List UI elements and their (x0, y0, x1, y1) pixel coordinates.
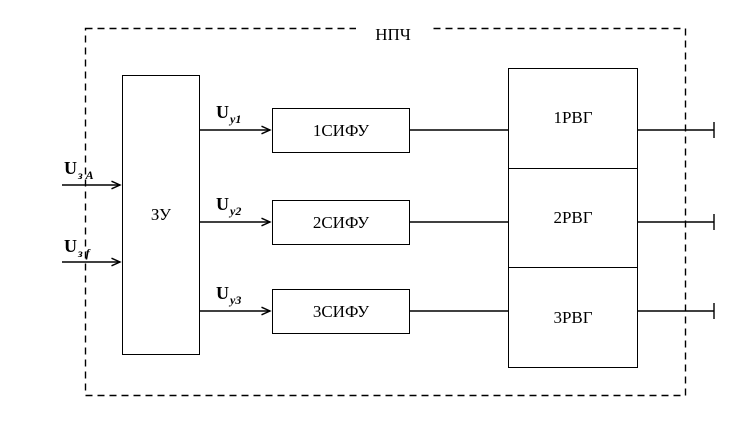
input-label-uzf-base: U (64, 236, 77, 256)
control-label-uy2-sub: у2 (230, 204, 242, 218)
control-label-uy1-sub: у1 (230, 112, 242, 126)
block-sifu-3-label: 3СИФУ (312, 301, 370, 321)
block-rvg-1-label: 1РВГ (553, 108, 593, 128)
input-label-uza-base: U (64, 158, 77, 178)
block-sifu-1: 1СИФУ (272, 108, 410, 153)
control-label-uy3-sub: у3 (230, 293, 242, 307)
block-sifu-2-label: 2СИФУ (312, 212, 370, 232)
input-label-uzf-sub: з f (78, 246, 90, 260)
control-label-uy3-base: U (216, 283, 229, 303)
input-label-uzf: Uз f (64, 236, 90, 260)
block-sifu-3: 3СИФУ (272, 289, 410, 334)
block-rvg-2-label: 2РВГ (553, 208, 593, 227)
input-label-uza-sub: з А (78, 168, 94, 182)
block-zu: ЗУ (122, 75, 200, 355)
control-label-uy2-base: U (216, 194, 229, 214)
control-label-uy1-base: U (216, 102, 229, 122)
block-rvg-stack: 1РВГ 2РВГ 3РВГ (508, 68, 638, 368)
block-zu-label: ЗУ (150, 205, 172, 224)
block-sifu-2: 2СИФУ (272, 200, 410, 245)
control-label-uy2: Uу2 (216, 194, 242, 218)
block-rvg-2: 2РВГ (509, 167, 637, 268)
block-rvg-3-label: 3РВГ (553, 307, 593, 327)
block-rvg-1: 1РВГ (509, 69, 637, 168)
frame-title-npch: НПЧ (356, 25, 430, 45)
block-sifu-1-label: 1СИФУ (312, 120, 370, 140)
wires (62, 122, 715, 319)
input-label-uza: Uз А (64, 158, 94, 182)
control-label-uy3: Uу3 (216, 283, 242, 307)
control-label-uy1: Uу1 (216, 102, 242, 126)
block-rvg-3: 3РВГ (509, 267, 637, 367)
